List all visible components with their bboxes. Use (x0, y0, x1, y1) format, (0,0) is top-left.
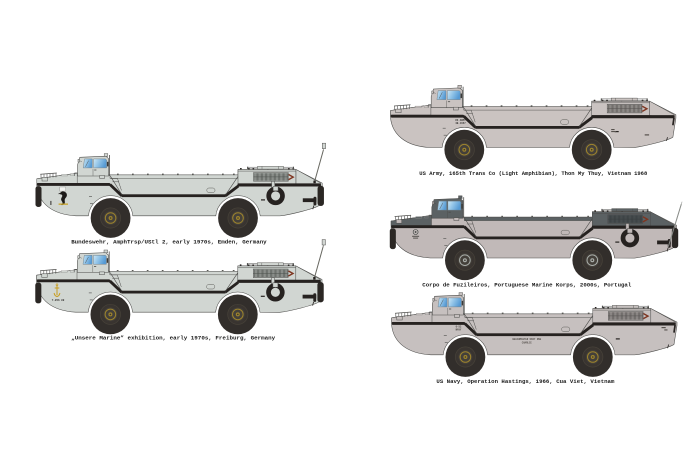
svg-text:BEACHMASTER UNIT ONE: BEACHMASTER UNIT ONE (512, 338, 541, 341)
svg-text:„Unsere Marine” exhibition, ea: „Unsere Marine” exhibition, early 1970s,… (71, 334, 275, 341)
svg-text:0-53: 0-53 (456, 326, 462, 329)
svg-text:US Navy, Operation Hastings, 1: US Navy, Operation Hastings, 1966, Cua V… (436, 378, 614, 385)
svg-text:Y-856 88: Y-856 88 (52, 299, 65, 302)
svg-text:US ARMY: US ARMY (455, 119, 466, 122)
svg-text:Bundeswehr, AmphTrsp/UStl 2, e: Bundeswehr, AmphTrsp/UStl 2, early 1970s… (71, 238, 267, 245)
svg-text:US Army, 165th Trans Co (Light: US Army, 165th Trans Co (Light Amphibian… (419, 170, 647, 177)
svg-text:NAVY: NAVY (456, 328, 462, 331)
svg-text:CHARLIE: CHARLIE (522, 342, 533, 345)
svg-text:Corpo de Fuzileiros, Portugues: Corpo de Fuzileiros, Portuguese Marine K… (422, 282, 631, 289)
svg-text:4B-1657: 4B-1657 (455, 122, 466, 125)
